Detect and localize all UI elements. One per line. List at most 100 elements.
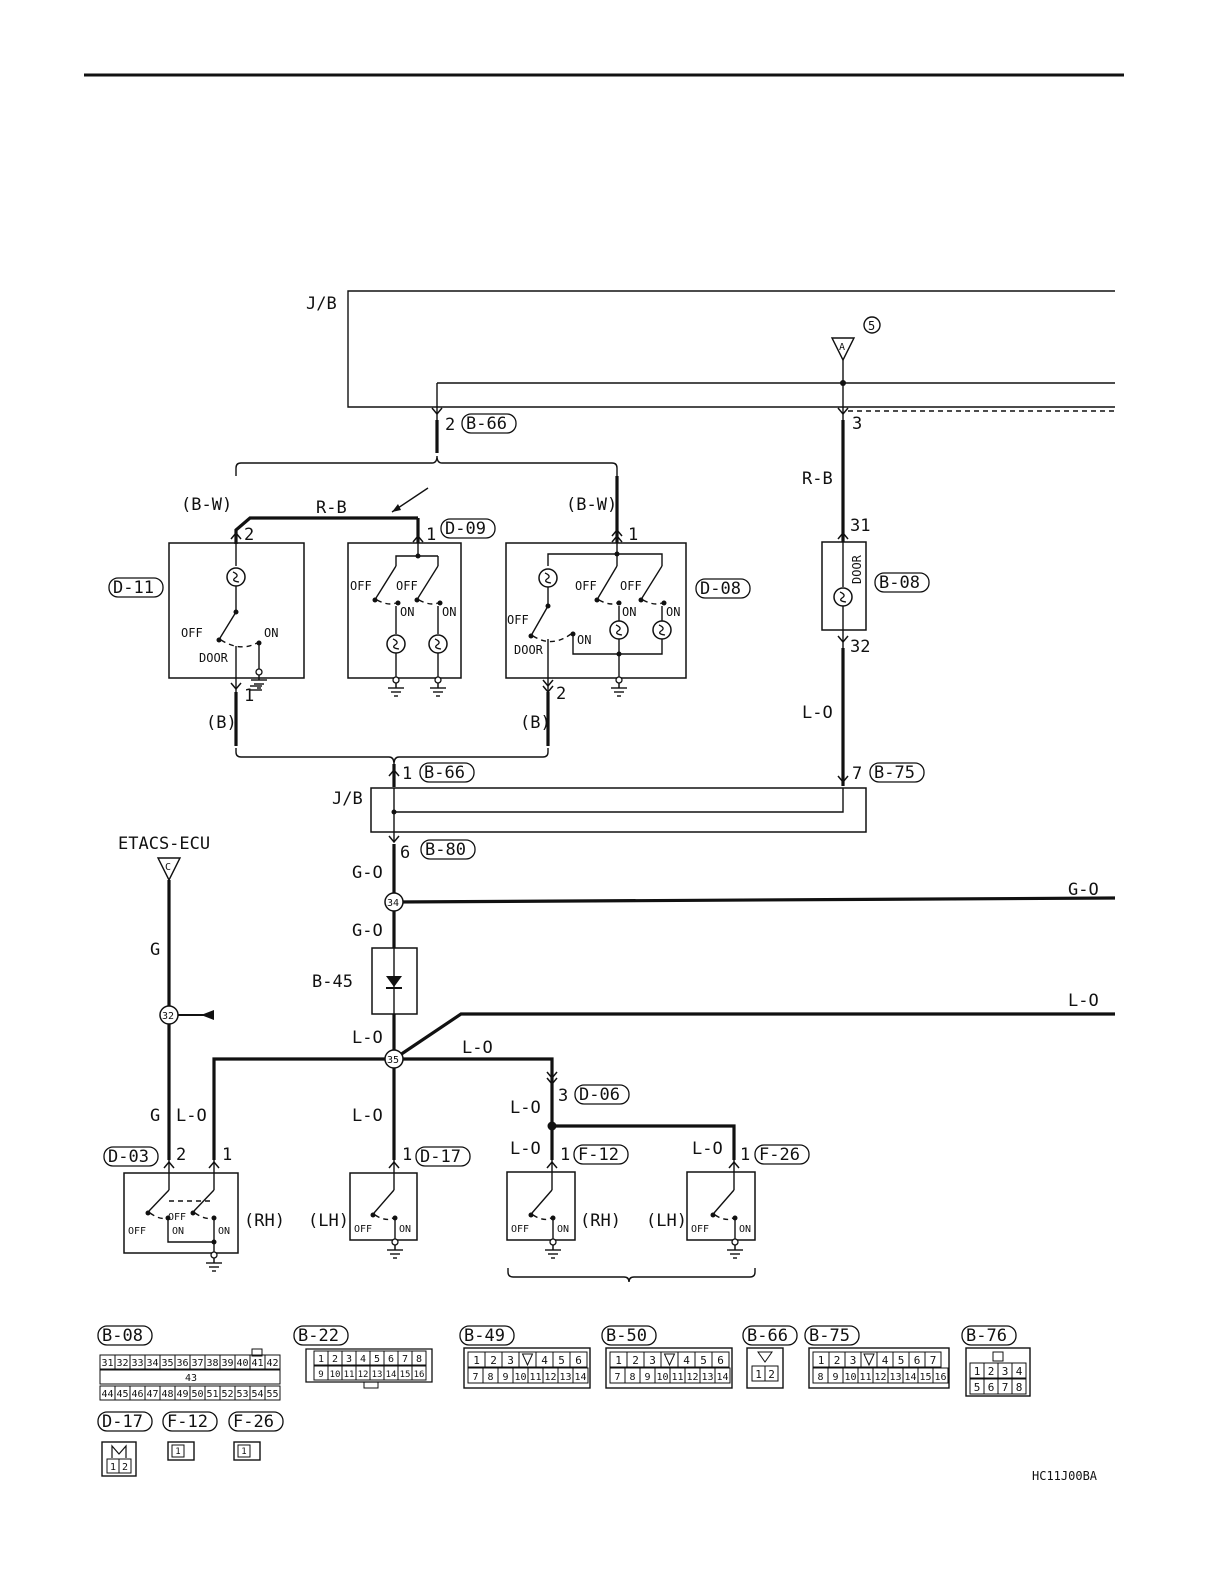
jb-label-top: J/B	[306, 294, 337, 314]
legend-tag-b50: B-50	[601, 1325, 657, 1346]
legend-tag-b66-text: B-66	[747, 1326, 788, 1346]
pin-label: 51	[206, 1389, 218, 1400]
pin-label: 6	[575, 1354, 582, 1367]
wire-g-1: G	[150, 940, 160, 960]
pin-label: 10	[330, 1370, 341, 1380]
wire-go-1: G-O	[352, 863, 383, 883]
d17-lh: (LH)	[308, 1211, 349, 1231]
pin-label: 9	[644, 1372, 650, 1383]
term-b80-6: 6	[400, 843, 410, 863]
pin-label: 15	[919, 1372, 931, 1383]
connector-c-text: C	[165, 862, 171, 873]
pin-cell	[711, 1351, 730, 1368]
wire-rb-top: R-B	[316, 498, 347, 518]
pin-label: 35	[161, 1358, 173, 1369]
pin-label: 1	[473, 1354, 480, 1367]
pin-label: 7	[1002, 1381, 1009, 1394]
term-d08-1: 1	[628, 525, 638, 545]
term-b08-32: 32	[850, 637, 870, 657]
switch-f12: 1 F-12 OFF ON (RH)	[506, 1144, 629, 1259]
pin-cell	[411, 1350, 427, 1366]
pin-label: 2	[490, 1354, 497, 1367]
switch-d08: (B-W) 1 OFF ON DOOR OFF OFF ON ON	[505, 476, 751, 746]
d06-branch: 3 D-06 L-O L-O L-O	[510, 1071, 736, 1160]
diode-b45-label: B-45	[312, 972, 353, 992]
pin-label: 1	[241, 1447, 246, 1457]
f26-off: OFF	[691, 1224, 709, 1235]
wire-lo-f12: L-O	[510, 1139, 541, 1159]
legend-tag-b08: B-08	[97, 1325, 153, 1346]
tag-b08: B-08	[874, 572, 930, 593]
pin-label: 38	[206, 1358, 218, 1369]
legend-tag-b22-text: B-22	[298, 1326, 339, 1346]
tag-d11: D-11	[108, 577, 164, 598]
term-b66-2: 2	[445, 415, 455, 435]
junction-block-top: J/B A 5	[306, 290, 1115, 420]
f12-rh: (RH)	[580, 1211, 621, 1231]
trunk-go-lo: G-O G-O G-O B-45 L-O L-O L-O L-O 34 35	[212, 844, 1116, 1160]
tag-d03: D-03	[103, 1146, 159, 1167]
pin-label: 12	[686, 1372, 698, 1383]
wire-lo-f26: L-O	[692, 1139, 723, 1159]
tag-d08-text: D-08	[700, 579, 741, 599]
tag-b66-mid-text: B-66	[424, 763, 465, 783]
pin-label: 14	[904, 1372, 916, 1383]
pin-label: 5	[374, 1354, 380, 1365]
pin-cell	[264, 1354, 281, 1370]
switch-d03: D-03 2 1 OFF OFF ON ON (RH)	[103, 1145, 285, 1272]
tag-d17-text: D-17	[420, 1147, 461, 1167]
pin-label: 13	[889, 1372, 901, 1383]
pin-cell	[1011, 1362, 1027, 1379]
pin-label: 1	[755, 1368, 762, 1381]
d08-off-1: OFF	[507, 613, 529, 627]
pin-label: 47	[146, 1389, 158, 1400]
legend-tag-f26: F-26	[228, 1411, 284, 1432]
etacs-branch: ETACS-ECU C G 32 G L-O	[118, 834, 214, 1160]
switch-d11: (B-W) 2 OFF ON DOOR 1 (B) D-11	[108, 495, 418, 746]
pin-label: 14	[386, 1370, 397, 1380]
pin-label: 5	[558, 1354, 565, 1367]
wire-b-d11: (B)	[206, 713, 237, 733]
pin-label: 5	[700, 1354, 707, 1367]
legend-tag-b76-text: B-76	[966, 1326, 1007, 1346]
document-code: HC11J00BA	[1032, 1469, 1098, 1483]
term-d08-2: 2	[556, 684, 566, 704]
tag-d09-text: D-09	[445, 519, 486, 539]
connector-a-text: A	[839, 342, 845, 353]
pin-cell	[932, 1367, 949, 1384]
tag-b75: B-75	[869, 762, 925, 783]
pin-label: 11	[529, 1372, 541, 1383]
legend-tag-d17-text: D-17	[102, 1412, 143, 1432]
term-b75-7: 7	[852, 764, 862, 784]
term-d03-1: 1	[222, 1145, 232, 1165]
wire-lo-right: L-O	[802, 703, 833, 723]
pin-label: 5	[898, 1354, 905, 1367]
pin-label: 11	[859, 1372, 871, 1383]
legend-tag-b49-text: B-49	[464, 1326, 505, 1346]
tag-b75-text: B-75	[874, 763, 915, 783]
pin-label: 6	[914, 1354, 921, 1367]
pin-label: 5	[974, 1381, 981, 1394]
pin-label: 12	[358, 1370, 369, 1380]
d08-on-3: ON	[666, 605, 680, 619]
d08-on-2: ON	[622, 605, 636, 619]
brace-top	[235, 455, 618, 476]
pin-label: 2	[768, 1368, 775, 1381]
d09-on-2: ON	[442, 605, 456, 619]
pin-label: 8	[629, 1372, 635, 1383]
d09-off-2: OFF	[396, 579, 418, 593]
pin-label: 45	[116, 1389, 128, 1400]
d03-off-2: OFF	[168, 1212, 186, 1223]
tag-d03-text: D-03	[108, 1147, 149, 1167]
pin-label: 37	[191, 1358, 203, 1369]
wire-lo-d06: L-O	[510, 1098, 541, 1118]
pin-label: 50	[191, 1389, 203, 1400]
d08-door: DOOR	[514, 643, 544, 657]
